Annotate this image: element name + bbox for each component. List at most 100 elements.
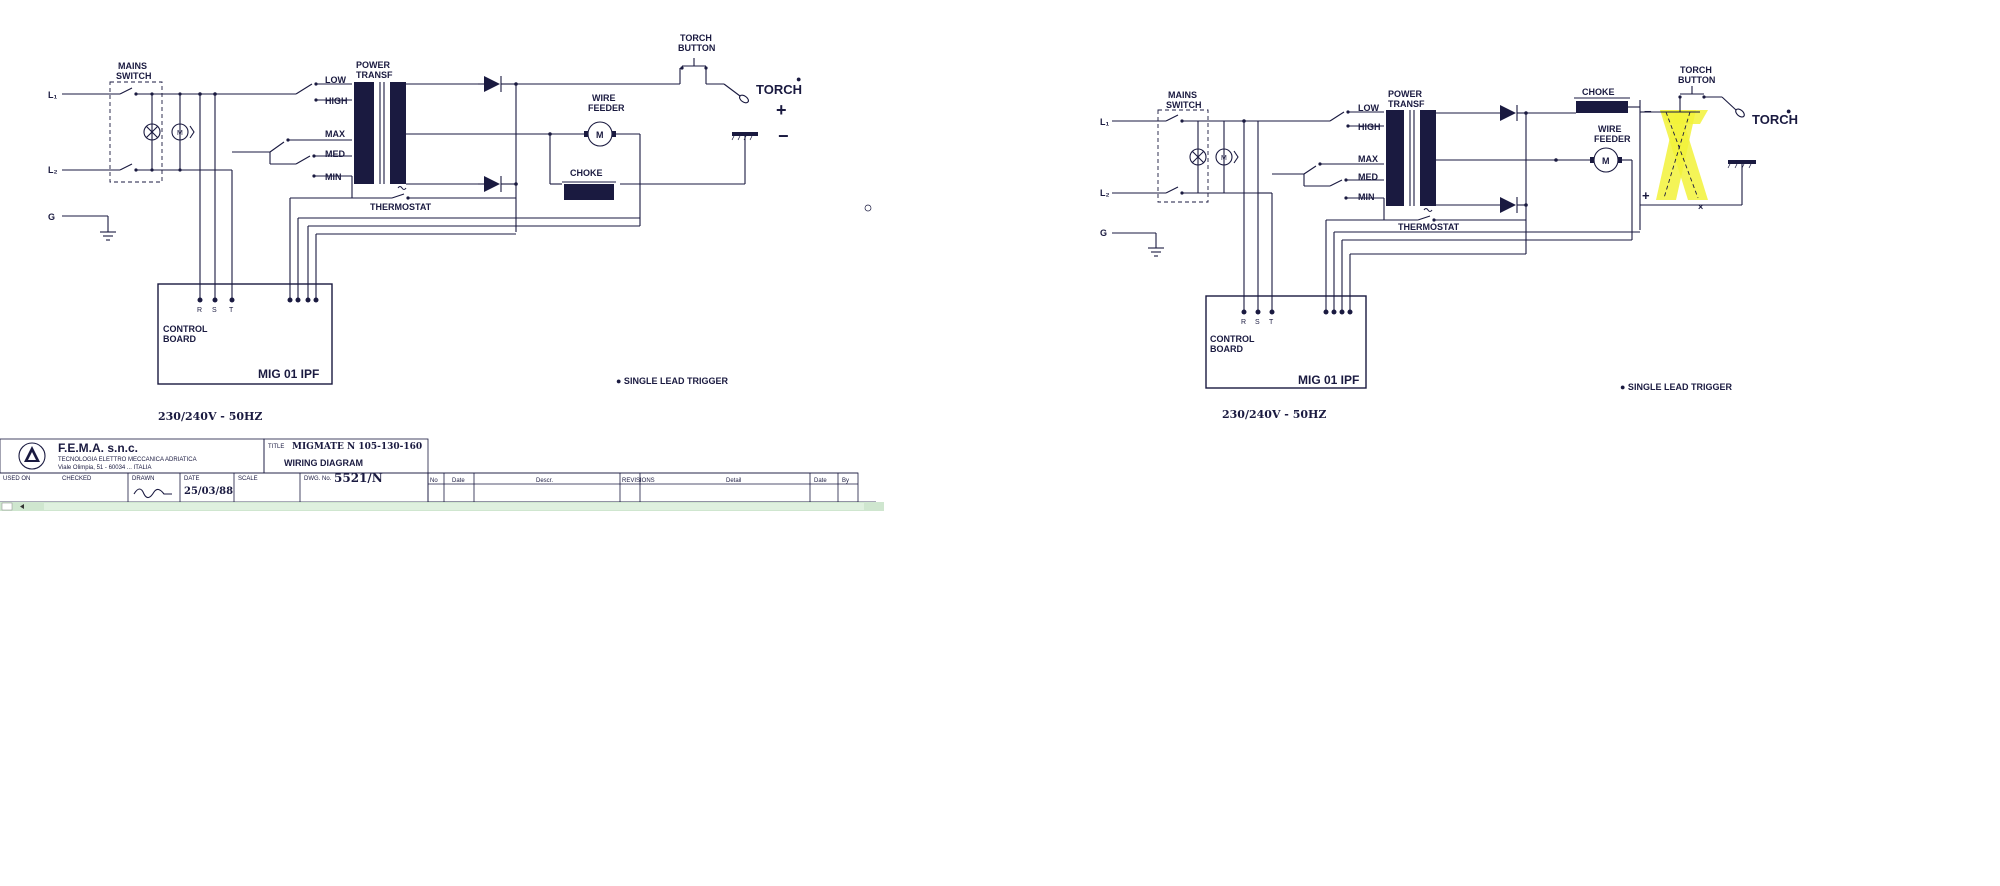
- rev-col-detail: Detail: [726, 478, 741, 484]
- selector-switch-max-med-min: [232, 138, 352, 178]
- r-power-transf-label-2: TRANSF: [1388, 99, 1425, 109]
- thermostat-label: THERMOSTAT: [370, 202, 432, 212]
- label-g: G: [48, 212, 55, 222]
- pilot-lamp-icon: [143, 123, 161, 141]
- r-power-transf-label-1: POWER: [1388, 89, 1423, 99]
- rev-col-by: By: [842, 478, 849, 484]
- torch-dot: ●: [796, 74, 801, 84]
- r-plus-terminal-label: +: [1642, 188, 1650, 203]
- title-value: MIGMATE N 105-130-160: [292, 442, 422, 452]
- drawn-label: DRAWN: [132, 476, 154, 482]
- r-fan-motor-icon: [1215, 148, 1233, 166]
- polarity-crossover-highlight: ×: [1652, 110, 1708, 212]
- label-high: HIGH: [325, 96, 348, 106]
- r-label-max: MAX: [1358, 154, 1378, 164]
- plus-terminal-label: +: [776, 100, 787, 120]
- choke-inductor: [562, 181, 616, 200]
- wire-feeder-motor-label: M: [596, 130, 604, 140]
- r-label-l1: L₁: [1100, 117, 1109, 127]
- r-terminal-t: T: [1269, 319, 1274, 326]
- power-transf-label-2: TRANSF: [356, 70, 393, 80]
- wire-feeder-label-2: FEEDER: [588, 103, 625, 113]
- r-mains-switch-label-1: MAINS: [1168, 90, 1197, 100]
- r-diode-top: [1500, 105, 1526, 121]
- company-name: F.E.M.A. s.n.c.: [58, 441, 138, 455]
- work-clamp-icon: [731, 132, 758, 141]
- r-mains-switch-box: [1157, 109, 1209, 203]
- scroll-left-button[interactable]: [1, 502, 13, 511]
- company-subtitle-1: TECNOLOGIA ELETTRO MECCANICA ADRIATICA: [58, 457, 197, 463]
- r-terminal-r: R: [1241, 319, 1246, 326]
- horizontal-scrollbar[interactable]: [0, 502, 884, 511]
- choke-label: CHOKE: [570, 168, 603, 178]
- r-wire-feeder-label-2: FEEDER: [1594, 134, 1631, 144]
- label-med: MED: [325, 149, 346, 159]
- r-torch-button-label-2: BUTTON: [1678, 75, 1715, 85]
- fan-motor-label: M: [177, 130, 183, 137]
- label-l1: L₁: [48, 90, 57, 100]
- right-wiring-diagram: L₁ L₂ G MAINS SWITCH M: [1100, 65, 1798, 421]
- r-selector-switch-low-high: [1329, 110, 1384, 128]
- r-choke-inductor: [1574, 97, 1630, 113]
- diode-bottom: [484, 176, 516, 192]
- r-terminal-s: S: [1255, 319, 1260, 326]
- control-board: [157, 283, 333, 385]
- r-torch-label: TORCH: [1752, 112, 1798, 127]
- power-transformer: [354, 82, 406, 184]
- r-control-board-label-1: CONTROL: [1210, 334, 1255, 344]
- r-torch-button-label-1: TORCH: [1680, 65, 1712, 75]
- r-torch-button-switch: [1678, 86, 1722, 99]
- r-label-l2: L₂: [1100, 188, 1110, 198]
- r-wire-feeder-motor-icon: M: [1590, 147, 1622, 173]
- r-torch-dot: ●: [1786, 106, 1791, 116]
- torch-icon: [723, 83, 749, 104]
- ground-symbol: [100, 231, 116, 241]
- torch-label: TORCH: [756, 82, 802, 97]
- r-fan-blade-icon: [1233, 150, 1239, 164]
- r-control-board: [1205, 295, 1367, 389]
- wire-feeder-label-1: WIRE: [592, 93, 616, 103]
- company-subtitle-2: Viale Olimpia, 51 - 60034 ... ITALIA: [58, 465, 152, 471]
- terminal-s: S: [212, 307, 217, 314]
- minus-terminal-label: −: [778, 126, 789, 146]
- mains-switch: [119, 87, 215, 172]
- rev-col-date2: Date: [814, 478, 827, 484]
- revisions-label: REVISIONS: [622, 478, 655, 484]
- dwg-no-label: DWG. No.: [304, 476, 332, 482]
- drawn-signature: [133, 488, 172, 499]
- label-l2: L₂: [48, 165, 58, 175]
- mains-switch-label-1: MAINS: [118, 61, 147, 71]
- label-low: LOW: [325, 75, 346, 85]
- r-selector-switch-max-med-min: [1272, 162, 1384, 200]
- wiring-diagram-title: WIRING DIAGRAM: [284, 458, 363, 468]
- power-transf-label-1: POWER: [356, 60, 391, 70]
- torch-button-label-2: BUTTON: [678, 43, 715, 53]
- date-label: DATE: [184, 476, 200, 482]
- rev-col-descr: Descr.: [536, 478, 553, 484]
- diode-top: [484, 76, 516, 92]
- terminal-r: R: [197, 307, 202, 314]
- r-model-label: MIG 01 IPF: [1298, 373, 1359, 387]
- terminal-t: T: [229, 307, 234, 314]
- r-thermostat-switch: [1326, 198, 1526, 222]
- r-single-lead-trigger-note: ● SINGLE LEAD TRIGGER: [1620, 382, 1732, 392]
- torch-button-label-1: TORCH: [680, 33, 712, 43]
- r-mains-switch-label-2: SWITCH: [1166, 100, 1202, 110]
- label-min: MIN: [325, 172, 342, 182]
- control-board-label-1: CONTROL: [163, 324, 208, 334]
- fan-motor-icon: [171, 123, 189, 141]
- r-power-transformer: [1386, 110, 1436, 206]
- scrollbar-thumb[interactable]: [44, 503, 864, 510]
- rev-col-no: No: [430, 478, 438, 484]
- r-wire-feeder-motor-label: M: [1602, 156, 1610, 166]
- wire-feeder-motor-icon: M: [584, 121, 616, 147]
- r-choke-label: CHOKE: [1582, 87, 1615, 97]
- r-label-low: LOW: [1358, 103, 1379, 113]
- used-on-label: USED ON: [3, 476, 30, 482]
- r-pilot-lamp-icon: [1189, 148, 1207, 166]
- rev-col-date: Date: [452, 478, 465, 484]
- r-control-board-label-2: BOARD: [1210, 344, 1243, 354]
- selector-switch-low-high: [295, 82, 352, 102]
- r-label-g: G: [1100, 228, 1107, 238]
- label-max: MAX: [325, 129, 345, 139]
